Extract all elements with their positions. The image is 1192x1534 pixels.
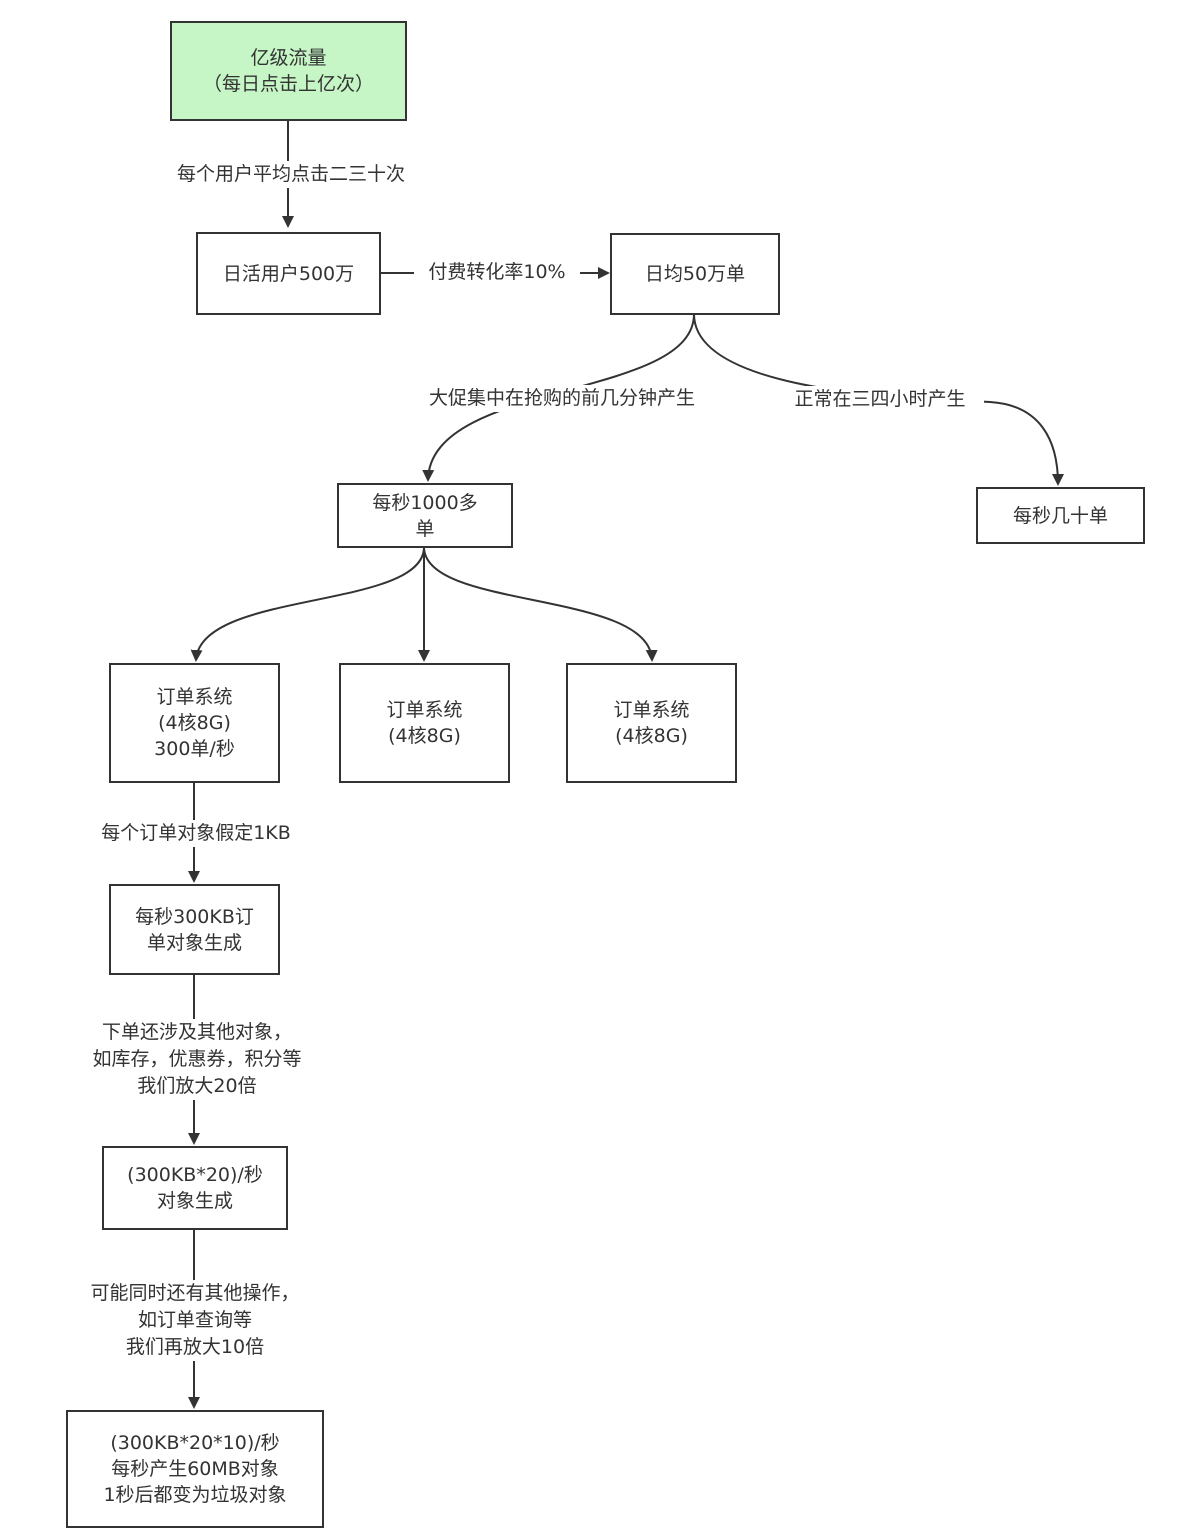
node-order-objects-per-second: 每秒300KB订 单对象生成 (109, 884, 280, 975)
edge-label-amplify-10: 可能同时还有其他操作， 如订单查询等 我们再放大10倍 (66, 1280, 324, 1361)
node-order-system-1-label: 订单系统 (4核8G) 300单/秒 (154, 686, 235, 760)
node-order-system-2-label: 订单系统 (4核8G) (386, 699, 463, 747)
node-peak-orders-per-second: 每秒1000多 单 (337, 483, 513, 548)
node-order-system-1: 订单系统 (4核8G) 300单/秒 (109, 663, 280, 783)
node-order-objects-per-second-label: 每秒300KB订 单对象生成 (135, 905, 254, 954)
node-objects-x20-label: (300KB*20)/秒 对象生成 (127, 1164, 263, 1212)
node-objects-x20: (300KB*20)/秒 对象生成 (102, 1146, 288, 1230)
node-normal-orders-per-second: 每秒几十单 (976, 487, 1145, 544)
edge-label-amplify-20: 下单还涉及其他对象， 如库存，优惠券，积分等 我们放大20倍 (62, 1019, 332, 1100)
edge-label-conversion-rate: 付费转化率10% (414, 259, 580, 286)
arrow-peak-to-system-1 (190, 546, 425, 662)
edge-label-object-size: 每个订单对象假定1KB (80, 820, 312, 847)
node-order-system-3: 订单系统 (4核8G) (566, 663, 737, 783)
node-daily-orders: 日均50万单 (610, 233, 780, 315)
node-order-system-2: 订单系统 (4核8G) (339, 663, 510, 783)
node-objects-x200: (300KB*20*10)/秒 每秒产生60MB对象 1秒后都变为垃圾对象 (66, 1410, 324, 1528)
node-normal-orders-per-second-label: 每秒几十单 (1012, 504, 1108, 527)
edge-label-clicks-per-user: 每个用户平均点击二三十次 (152, 161, 430, 188)
node-peak-orders-per-second-label: 每秒1000多 单 (372, 491, 478, 540)
node-daily-active-users-label: 日活用户500万 (222, 262, 355, 285)
node-daily-traffic: 亿级流量 （每日点击上亿次） (170, 21, 407, 121)
node-objects-x200-label: (300KB*20*10)/秒 每秒产生60MB对象 1秒后都变为垃圾对象 (103, 1432, 287, 1506)
node-order-system-3-label: 订单系统 (4核8G) (613, 699, 690, 747)
node-daily-traffic-label: 亿级流量 （每日点击上亿次） (202, 47, 374, 95)
node-daily-orders-label: 日均50万单 (644, 263, 746, 285)
node-daily-active-users: 日活用户500万 (196, 232, 381, 315)
edge-label-peak-minutes: 大促集中在抢购的前几分钟产生 (400, 385, 724, 412)
edge-label-normal-hours: 正常在三四小时产生 (776, 386, 984, 413)
arrow-peak-to-system-3 (423, 546, 658, 662)
